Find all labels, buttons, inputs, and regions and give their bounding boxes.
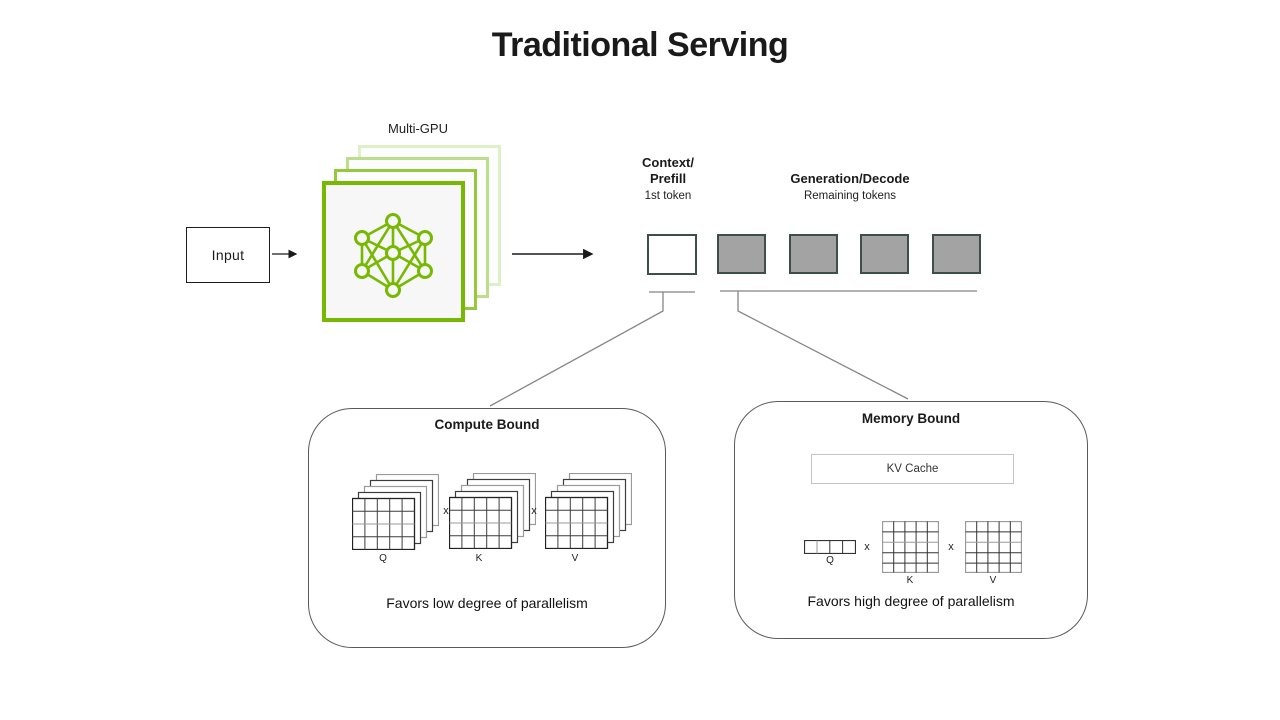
k-stack-label: K [475,553,483,564]
context-prefill-title-line2: Prefill [649,171,687,186]
memory-bound-title: Memory Bound [861,411,961,426]
context-prefill-label: Context/ Prefill 1st token [618,155,718,203]
decode-bracket [720,290,977,400]
q-stack-label: Q [379,553,387,564]
input-label: Input [211,247,245,263]
prefill-bracket [489,291,695,407]
memory-bound-panel: Memory Bound KV Cache Q x x K V Favors h… [734,401,1088,639]
page-title: Traditional Serving [491,26,789,64]
k-matrix-label: K [906,575,914,586]
token-box-decode-1 [717,234,766,274]
neural-network-icon [354,213,433,298]
gpu-front-card [322,181,465,322]
matrix-stack-k [449,473,536,549]
input-box: Input [186,227,270,283]
compute-bound-title: Compute Bound [434,417,540,432]
kv-cache-label: KV Cache [886,463,939,475]
generation-decode-subtitle: Remaining tokens [803,190,897,202]
multiply-operator-3: x [864,541,870,553]
matrix-stack-v [545,473,632,549]
memory-bound-caption: Favors high degree of parallelism [807,593,1015,609]
compute-bound-panel: Compute Bound x x Q K V Favors low degre… [308,408,666,648]
v-matrix [965,521,1022,573]
multiply-operator-1: x [443,505,449,517]
multi-gpu-label: Multi-GPU [388,121,448,136]
token-box-decode-4 [932,234,981,274]
context-prefill-title-line1: Context/ [642,155,694,170]
k-matrix [882,521,939,573]
q-vector [804,540,856,554]
matrix-stack-q [352,474,439,550]
multiply-operator-4: x [948,541,954,553]
generation-decode-label: Generation/Decode Remaining tokens [760,171,940,203]
kv-cache-box: KV Cache [811,454,1014,484]
context-prefill-subtitle: 1st token [644,190,692,202]
q-vector-label: Q [826,555,834,566]
token-box-decode-3 [860,234,909,274]
v-stack-label: V [571,553,579,564]
generation-decode-title: Generation/Decode [790,171,910,186]
v-matrix-label: V [989,575,997,586]
compute-bound-caption: Favors low degree of parallelism [386,595,588,611]
multiply-operator-2: x [531,505,537,517]
token-box-prefill [647,234,697,275]
token-box-decode-2 [789,234,838,274]
